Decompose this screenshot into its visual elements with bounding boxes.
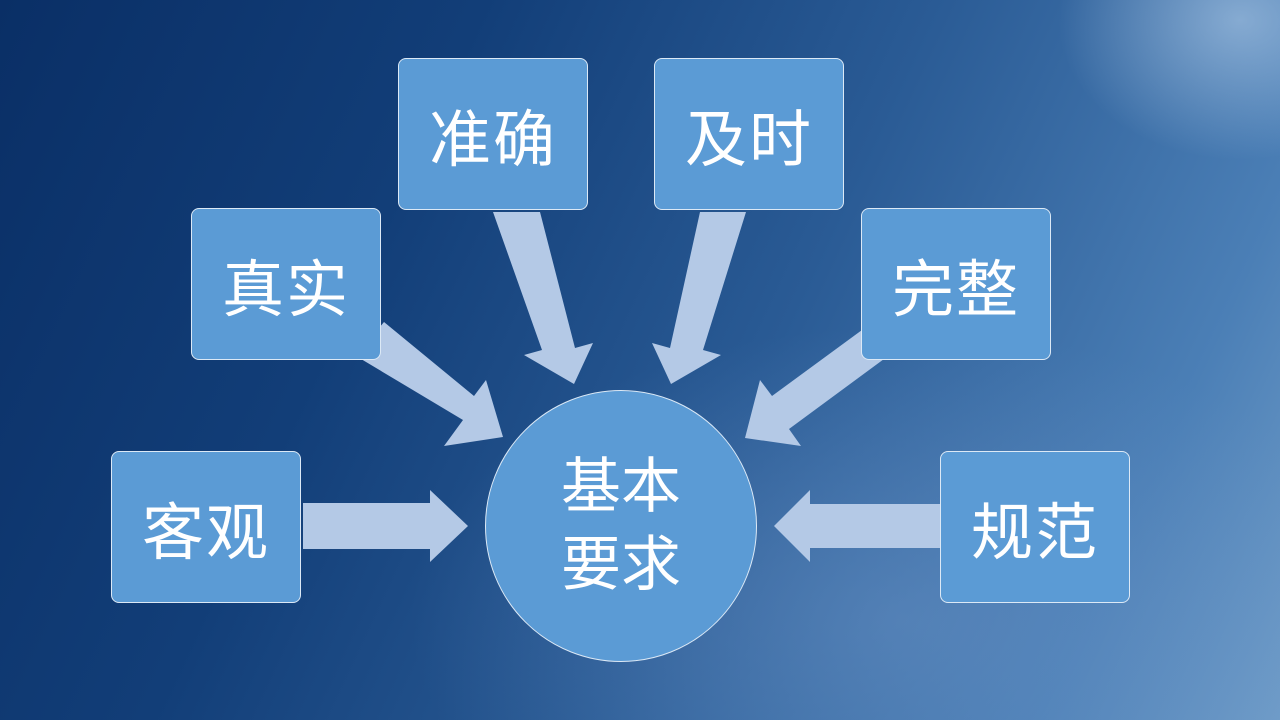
arrow-keguan xyxy=(303,490,468,562)
hub-label-line1: 基本 xyxy=(561,452,681,522)
node-jishi: 及时 xyxy=(654,58,844,210)
node-wanzheng: 完整 xyxy=(861,208,1051,360)
node-label: 客观 xyxy=(141,496,270,569)
arrow-wanzheng xyxy=(745,330,884,446)
node-zhunque: 准确 xyxy=(398,58,588,210)
node-label: 准确 xyxy=(428,103,557,176)
node-label: 真实 xyxy=(221,253,350,326)
node-label: 及时 xyxy=(684,103,813,176)
hub-circle: 基本 要求 xyxy=(485,390,757,662)
node-label: 完整 xyxy=(891,253,1020,326)
node-label: 规范 xyxy=(970,496,1099,569)
node-guifan: 规范 xyxy=(940,451,1130,603)
arrow-zhenshi xyxy=(356,322,503,446)
hub-label-line2: 要求 xyxy=(561,530,681,600)
node-zhenshi: 真实 xyxy=(191,208,381,360)
arrow-jishi xyxy=(652,212,746,384)
arrow-guifan xyxy=(774,490,940,562)
node-keguan: 客观 xyxy=(111,451,301,603)
arrow-zhunque xyxy=(493,212,593,384)
